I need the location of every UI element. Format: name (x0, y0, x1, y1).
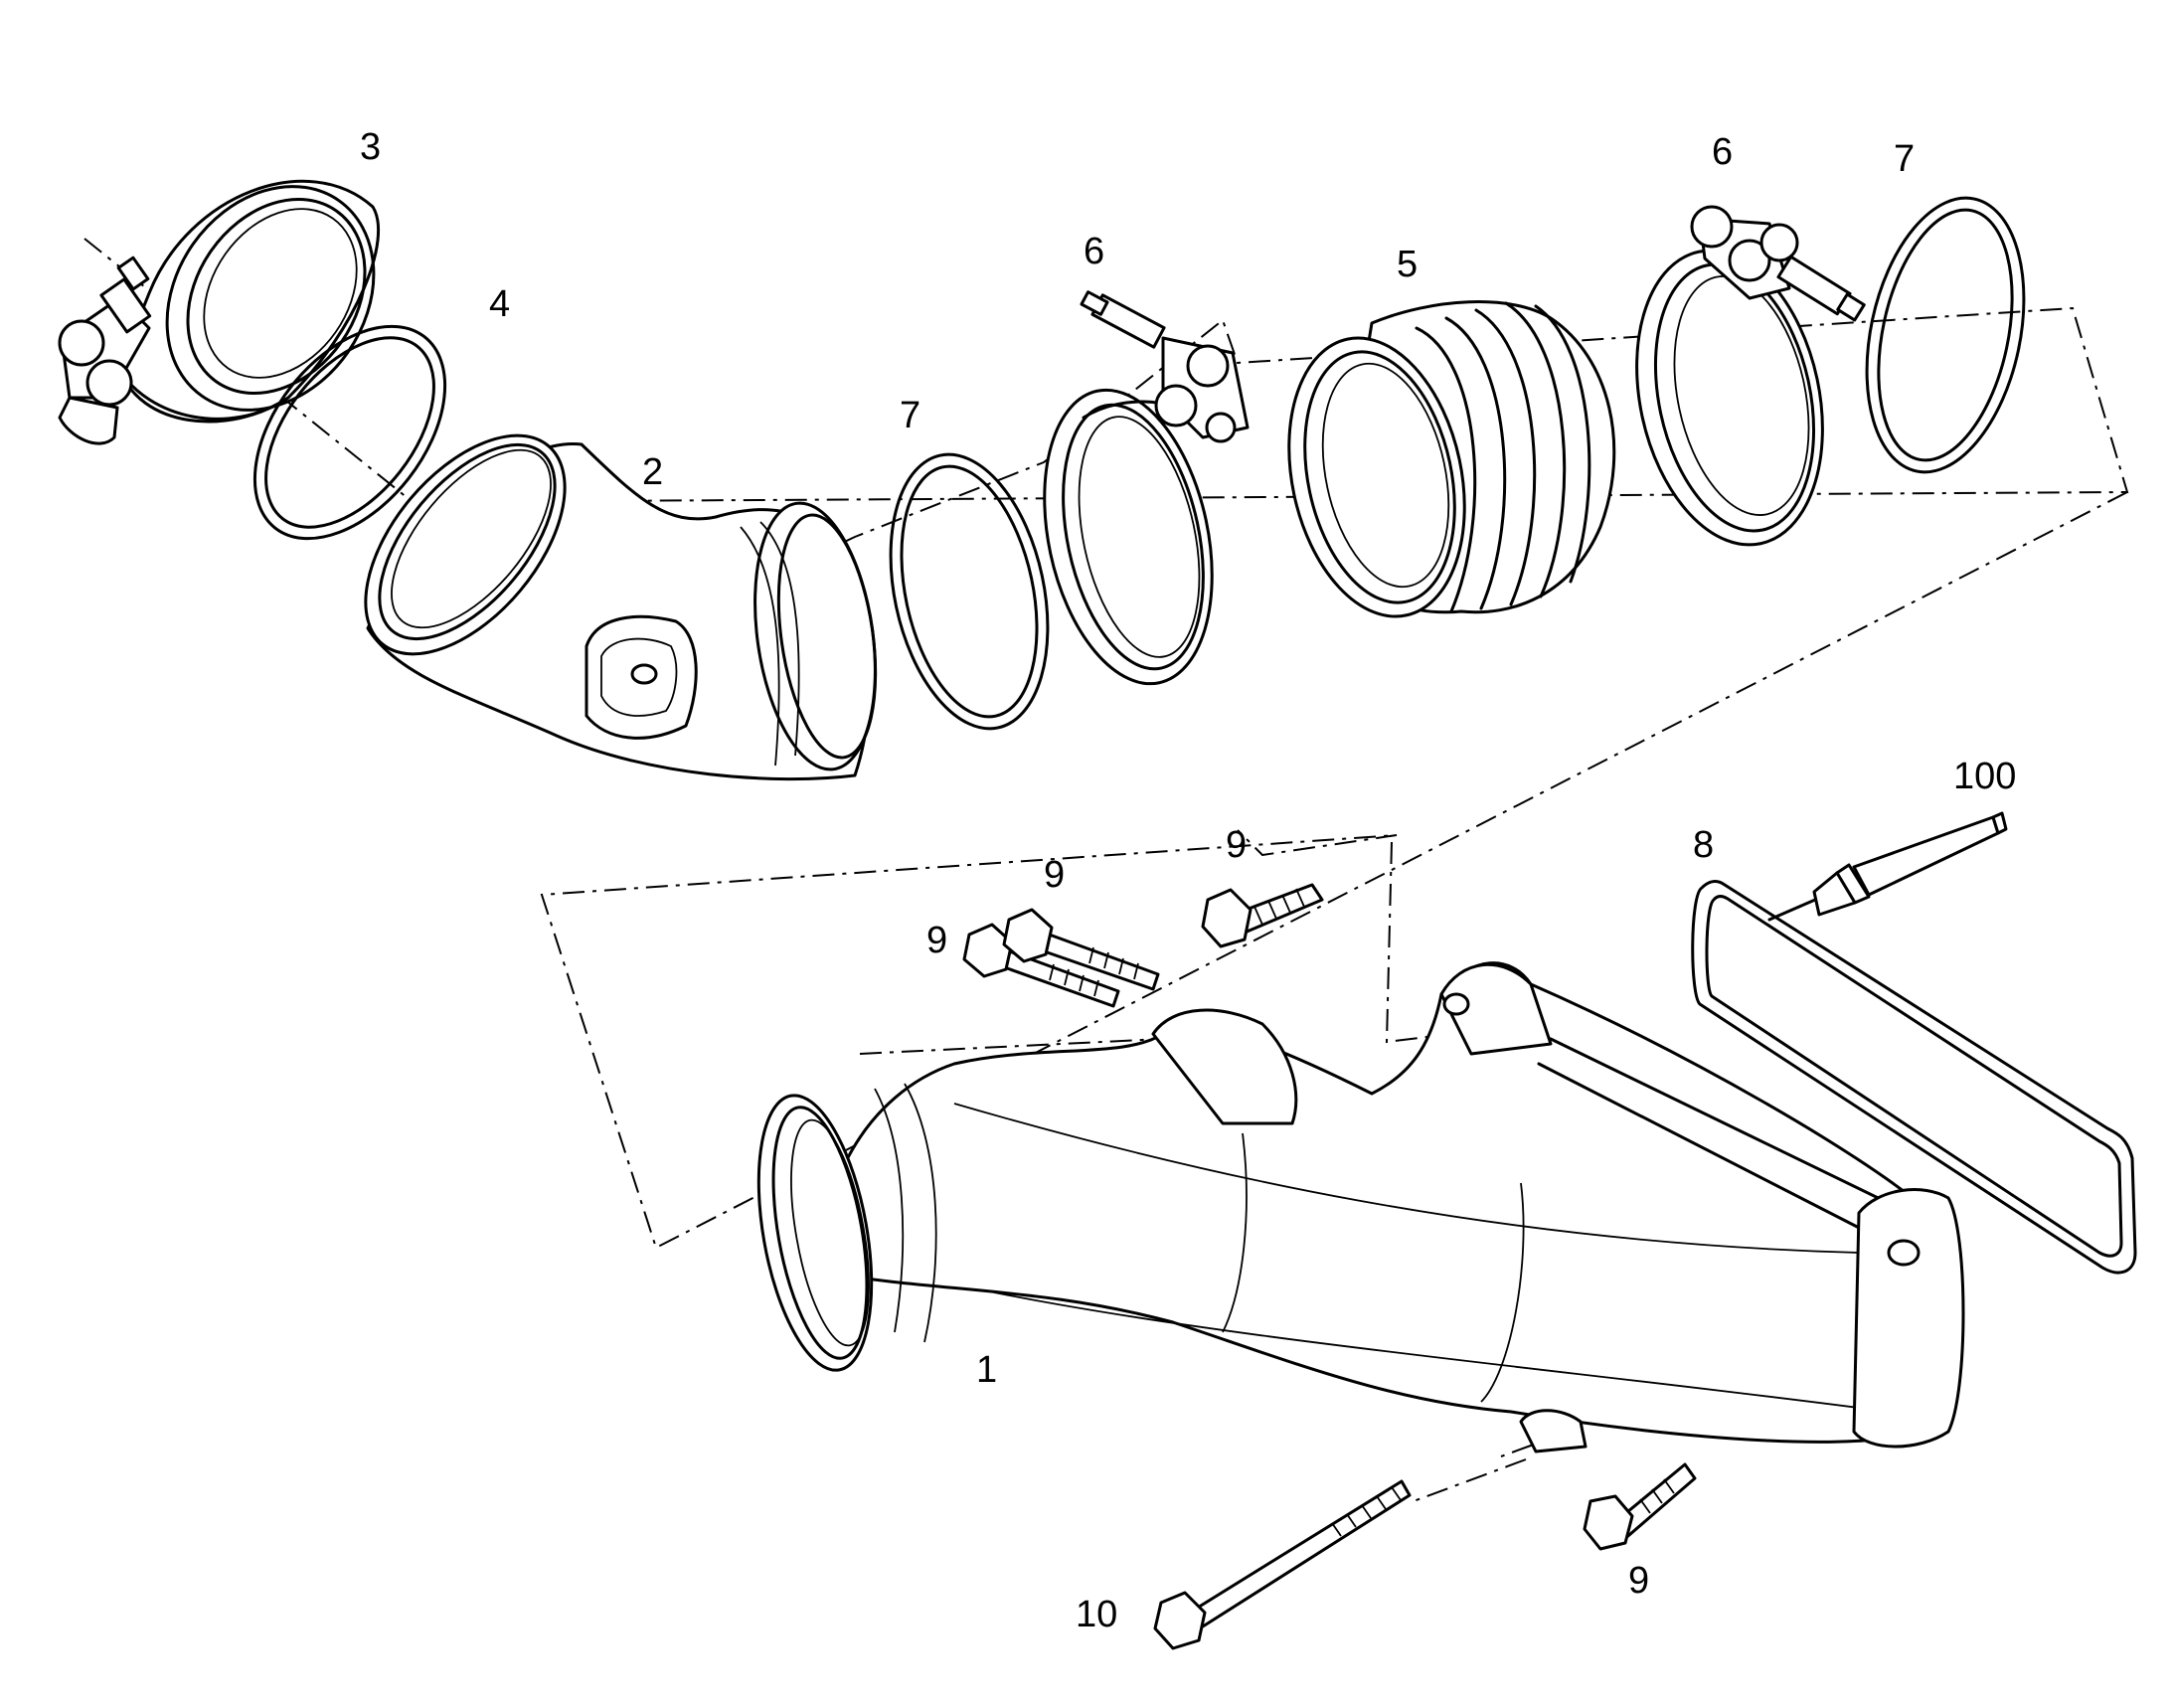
intake-duct-part-1 (756, 961, 1965, 1453)
gasket-part-4 (252, 324, 447, 541)
hose-part-5 (1287, 300, 1616, 618)
callout-1: 1 (976, 1349, 997, 1391)
o-ring-part-7-right (1865, 196, 2026, 474)
callout-6b: 6 (1712, 131, 1733, 173)
clamp-part-3 (58, 179, 381, 445)
bolt-part-9-d (1583, 1462, 1697, 1551)
sealant-tube-part-100 (1767, 811, 2008, 922)
callout-4: 4 (489, 283, 510, 325)
callout-3: 3 (360, 126, 381, 168)
callout-9d: 9 (1628, 1560, 1649, 1602)
callout-5: 5 (1397, 244, 1418, 285)
clamp-part-6-right (1635, 205, 1866, 547)
callout-9c: 9 (926, 920, 947, 961)
callout-6a: 6 (1084, 231, 1104, 272)
o-ring-part-7-left (889, 452, 1050, 731)
callout-100: 100 (1953, 756, 2016, 797)
callout-2: 2 (642, 451, 663, 493)
bolt-part-9-a (1201, 883, 1324, 948)
bolt-part-9-b (962, 923, 1120, 1008)
callout-labels: 1 2 3 4 5 6 6 7 7 8 9 9 9 9 10 100 (360, 126, 2016, 1635)
bolt-part-10 (1153, 1479, 1412, 1650)
gasket-part-8 (1691, 880, 2137, 1275)
elbow-pipe-part-2 (364, 433, 878, 781)
callout-9b: 9 (1044, 854, 1065, 896)
callout-7a: 7 (900, 395, 920, 436)
callout-8: 8 (1693, 824, 1714, 866)
callout-10: 10 (1076, 1594, 1117, 1635)
callout-9a: 9 (1226, 824, 1247, 866)
bolt-part-9-c (1002, 908, 1160, 991)
clamp-part-6-left (1043, 290, 1250, 686)
callout-7b: 7 (1894, 138, 1915, 180)
